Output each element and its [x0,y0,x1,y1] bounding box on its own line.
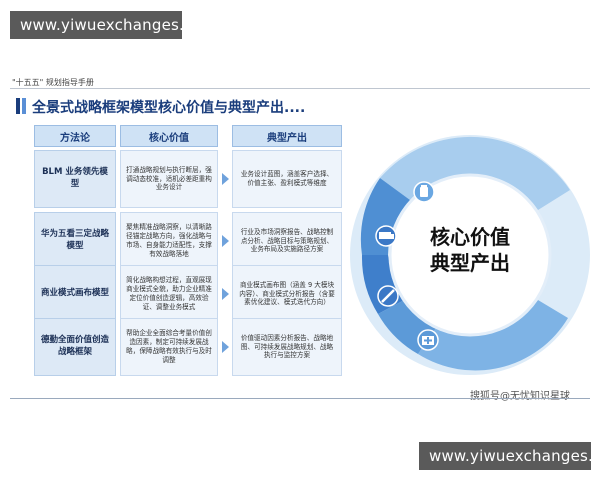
row-method-huawei: 华为五看三定战略模型 [34,212,116,270]
watermark-top: www.yiwuexchanges.com [10,11,216,39]
ring-diagram [350,135,590,375]
title-accent-dark [16,98,20,114]
center-line-2: 典型产出 [430,251,510,275]
ring-segment-top [380,136,570,210]
row-output-deloitte: 价值驱动因素分析报告、战略地图、可持续发展战略规划、战略执行与监控方案 [232,318,342,376]
syringe-icon [377,285,399,307]
column-header-output: 典型产出 [232,125,342,147]
column-header-method: 方法论 [34,125,116,147]
medicine-bottle-icon [413,181,435,203]
column-header-core-value: 核心价值 [120,125,218,147]
center-line-1: 核心价值 [430,225,510,249]
doc-header: "十五五" 规划指导手册 [12,78,94,87]
center-disc [390,175,550,335]
title-accent-light [22,98,26,114]
arrow-icon [222,288,229,300]
row-core-value-canvas: 简化战略构想过程，直观展现商业模式全貌，助力企业精准定位价值创造逻辑，高效验证、… [120,265,218,323]
arrow-icon [222,173,229,185]
watermark-bottom: www.yiwuexchanges.com [419,442,600,470]
row-output-huawei: 行业及市场洞察报告、战略控制点分析、战略目标与策略规划、业务布局及实施路径方案 [232,212,342,270]
row-method-deloitte: 德勤全面价值创造战略框架 [34,318,116,376]
arrow-icon [222,341,229,353]
footer-divider [10,398,590,399]
first-aid-kit-icon [417,329,439,351]
ring-segment-4 [418,300,568,371]
row-core-value-blm: 打通战略规划与执行断层，强调动态校准，适机必差距重构业务设计 [120,150,218,208]
row-core-value-deloitte: 帮助企业全面综合考量价值创造因素，制定可持续发展战略，保障战略有效执行与及时调整 [120,318,218,376]
source-credit: 搜狐号@无忧知识星球 [470,391,570,402]
page-title: 全景式战略框架模型核心价值与典型产出.... [32,100,306,116]
row-method-canvas: 商业模式画布模型 [34,265,116,323]
row-method-blm: BLM 业务领先模型 [34,150,116,208]
row-core-value-huawei: 聚焦精准战略洞察，以清晰路径锚定战略方向，强化战略与市场、自身能力适配性，支撑有… [120,212,218,270]
ambulance-icon [375,225,397,247]
center-title: 核心价值 典型产出 [395,224,545,276]
arrow-icon [222,235,229,247]
header-divider [10,88,590,89]
row-output-canvas: 商业模式画布图（涵盖 9 大模块内容）、商业模式分析报告（含要素优化建议、模式迭… [232,265,342,323]
row-output-blm: 业务设计蓝图，涵盖客户选择、价值主张、盈利模式等维度 [232,150,342,208]
ring-segment-1 [360,178,410,255]
